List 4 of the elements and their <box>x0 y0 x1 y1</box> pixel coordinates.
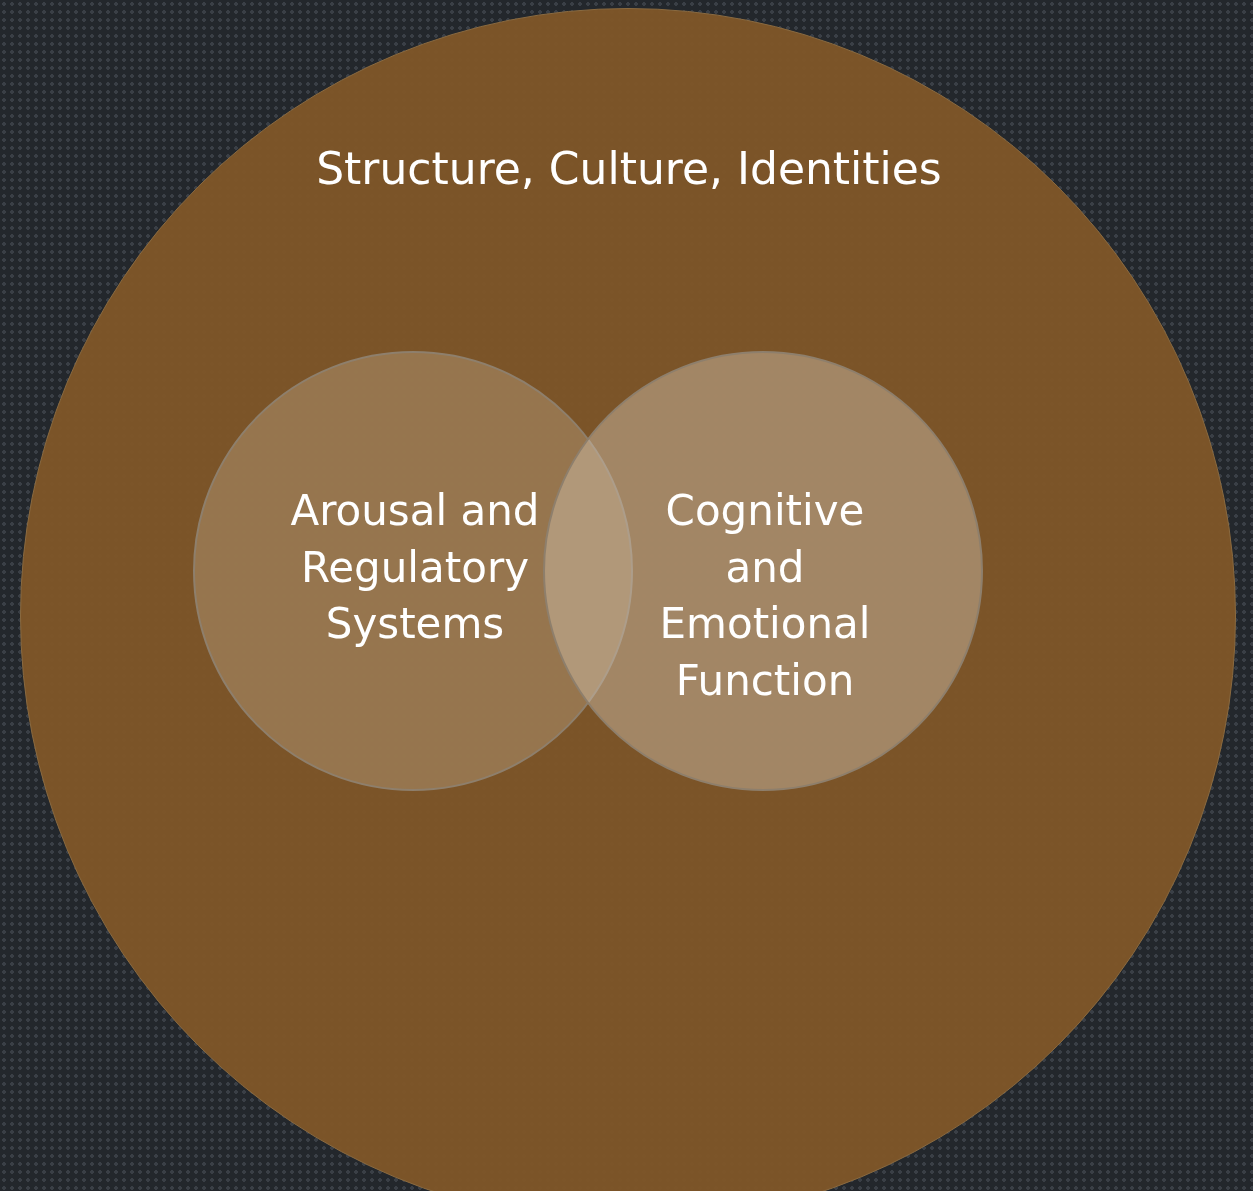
circle-label: Structure, Culture, Identities <box>315 142 943 196</box>
circle-label: Cognitive and Emotional Function <box>658 485 872 708</box>
circle <box>20 8 1236 1191</box>
circle-label: Arousal and Regulatory Systems <box>290 485 540 651</box>
